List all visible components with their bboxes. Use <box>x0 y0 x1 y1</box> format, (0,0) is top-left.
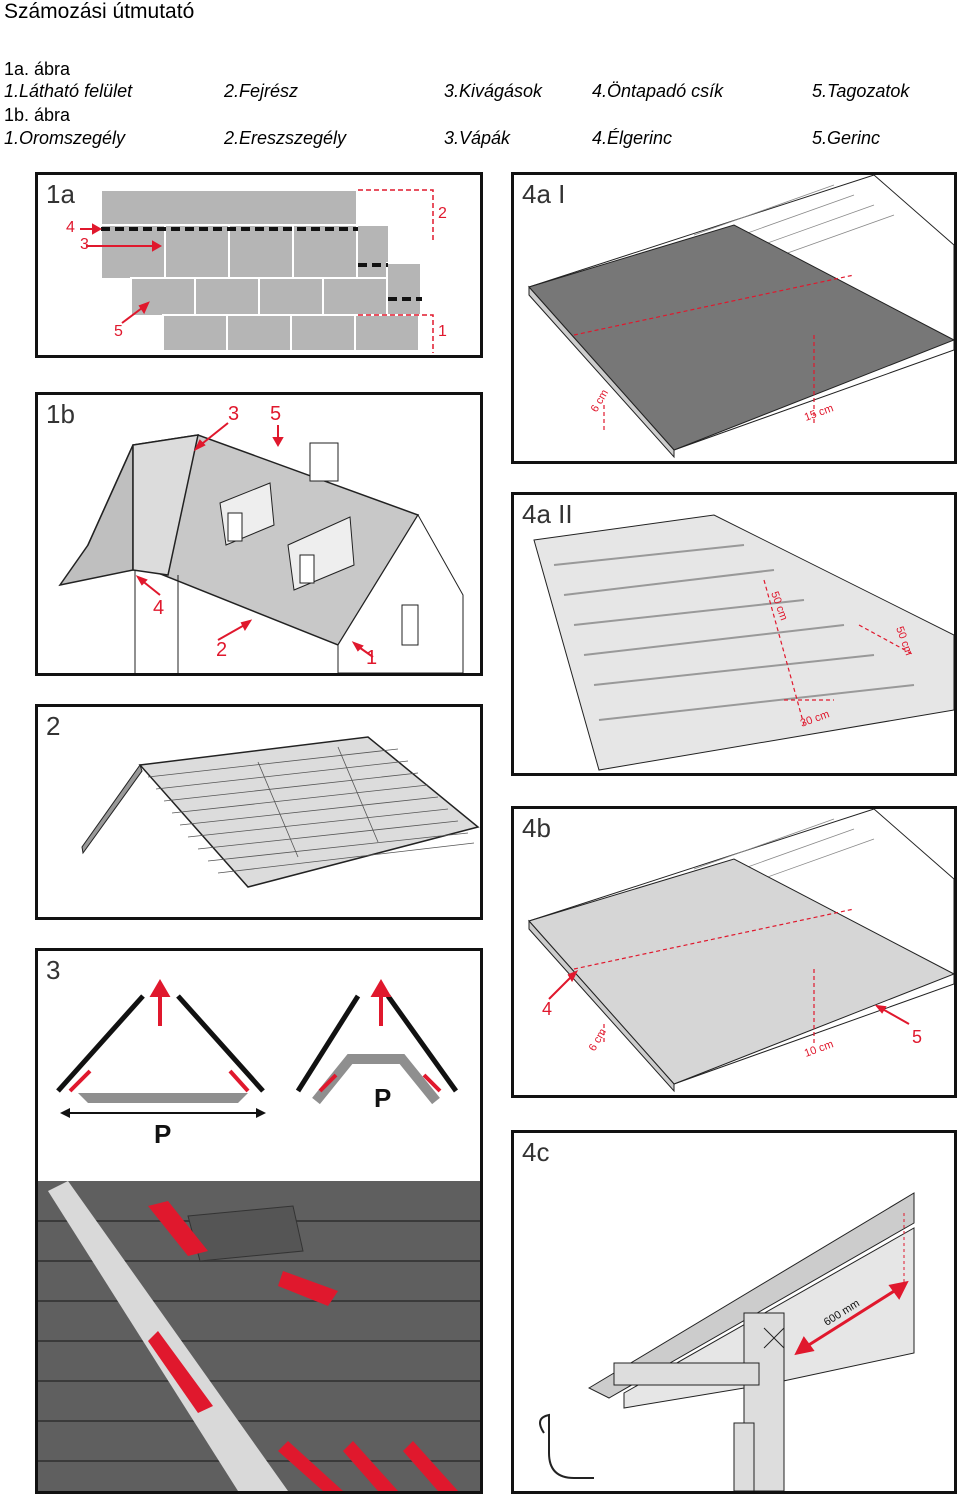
panel-label: 4c <box>522 1137 550 1167</box>
label-p-right: P <box>374 1083 392 1113</box>
fig1b-item-3: 3.Vápák <box>444 128 511 148</box>
fig1a-item-4: 4.Öntapadó csík <box>592 81 724 101</box>
callout-3: 3 <box>228 403 240 425</box>
panel-4c: 4c 600 mm <box>511 1130 957 1494</box>
fig1b-item-1: 1.Oromszegély <box>4 128 126 148</box>
panel-1a: 1a 4 3 5 2 1 <box>35 172 483 358</box>
callout-1: 1 <box>366 647 378 669</box>
callout-4: 4 <box>542 999 553 1019</box>
panel-label: 4a II <box>522 499 573 529</box>
panel-label: 4a I <box>522 179 566 209</box>
panel-label: 2 <box>46 711 61 741</box>
panel-4a-ii: 4a II 50 cm 50 cm 30 cm <box>511 492 957 776</box>
eave-overhang-illustration <box>539 1192 915 1491</box>
page-title: Számozási útmutató <box>4 0 195 23</box>
fig1b-item-5: 5.Gerinc <box>812 128 881 148</box>
callout-3: 3 <box>80 236 89 253</box>
panel-3: 3 P P <box>35 948 483 1494</box>
fig1a-heading: 1a. ábra <box>4 59 71 79</box>
callout-4: 4 <box>153 597 165 619</box>
panel-label: 4b <box>522 813 551 843</box>
underlay-layout-4a-i <box>528 175 954 459</box>
panel-label: 1a <box>46 179 75 209</box>
fig1a-item-1: 1.Látható felület <box>4 81 133 101</box>
panel-label: 3 <box>46 955 61 985</box>
underlay-layout-4a-ii <box>533 514 954 771</box>
fig1a-item-3: 3.Kivágások <box>444 81 543 101</box>
ridge-ventilation-illustration <box>38 979 480 1491</box>
fig1b-item-4: 4.Élgerinc <box>592 128 673 148</box>
callout-1: 1 <box>438 323 447 340</box>
label-p-left: P <box>154 1119 172 1149</box>
panel-label: 1b <box>46 399 75 429</box>
underlay-layout-4b <box>528 809 954 1093</box>
panel-4a-i: 4a I 6 cm 15 cm <box>511 172 957 464</box>
panel-2: 2 <box>35 704 483 920</box>
fig1b-legend: 1.Oromszegély 2.Ereszszegély 3.Vápák 4.É… <box>4 127 954 149</box>
house-roof-illustration <box>58 422 464 673</box>
callout-5: 5 <box>912 1027 923 1047</box>
callout-5: 5 <box>114 323 123 340</box>
callout-2: 2 <box>216 639 228 661</box>
shingle-layout-illustration <box>80 189 434 353</box>
fig1a-legend: 1.Látható felület 2.Fejrész 3.Kivágások … <box>4 80 954 102</box>
fig1a-item-5: 5.Tagozatok <box>812 81 910 101</box>
callout-2: 2 <box>438 205 447 222</box>
panel-1b: 1b 3 5 4 2 1 <box>35 392 483 676</box>
fig1a-item-2: 2.Fejrész <box>224 81 299 101</box>
fig1b-item-2: 2.Ereszszegély <box>224 128 347 148</box>
callout-4: 4 <box>66 219 75 236</box>
callout-5: 5 <box>270 403 282 425</box>
roof-deck-illustration <box>81 736 480 888</box>
fig1b-heading: 1b. ábra <box>4 105 71 125</box>
panel-4b: 4b 4 5 6 cm 10 cm <box>511 806 957 1098</box>
